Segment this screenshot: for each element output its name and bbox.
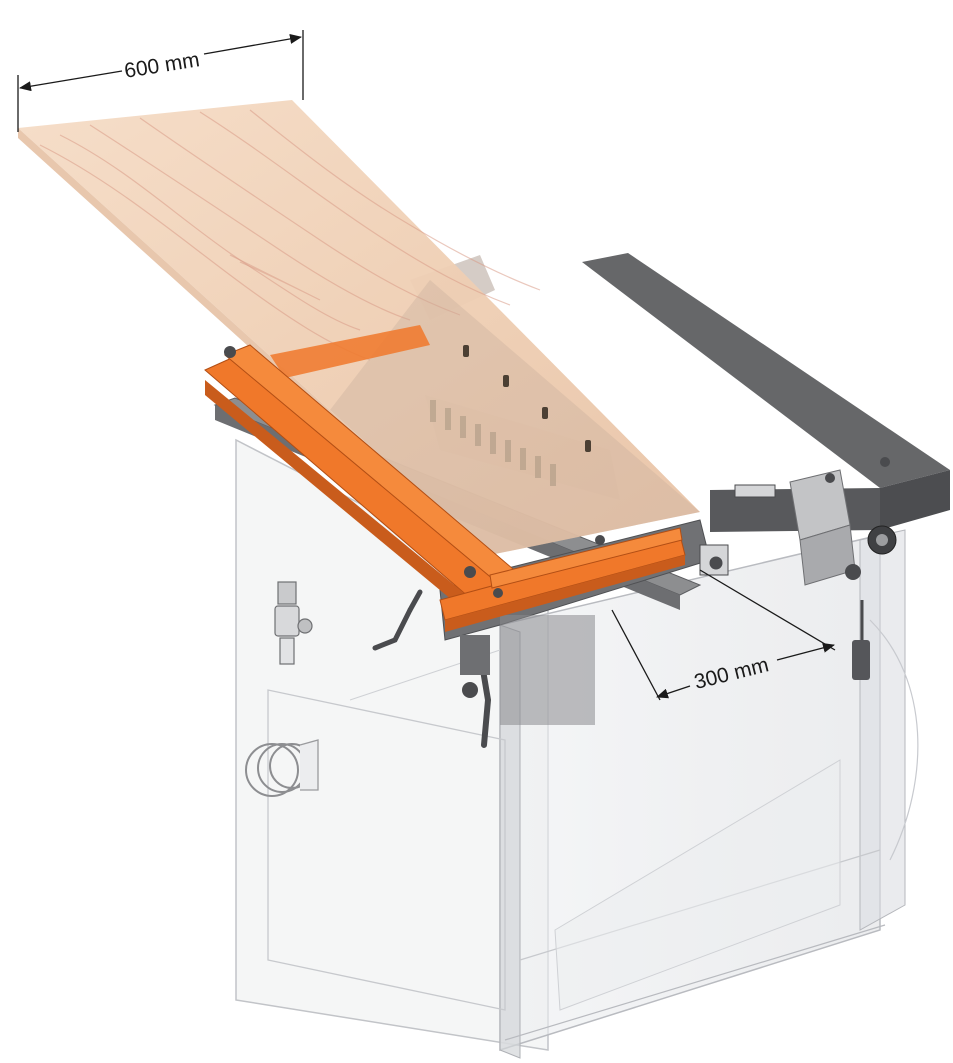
dust-extraction-port <box>245 739 319 797</box>
clamp-pins <box>463 345 591 452</box>
clamp-lever <box>460 635 492 748</box>
air-filter-regulator <box>274 581 313 665</box>
table-slot-bolts <box>699 484 776 576</box>
dimension-label-600: 600 mm <box>123 48 202 83</box>
wood-grain <box>39 109 541 361</box>
hand-crank <box>372 589 423 651</box>
clamp-knobs <box>224 346 605 598</box>
depth-stop-block <box>789 457 897 680</box>
orange-fence-assembly <box>204 325 686 632</box>
cutter-teeth <box>430 400 556 486</box>
